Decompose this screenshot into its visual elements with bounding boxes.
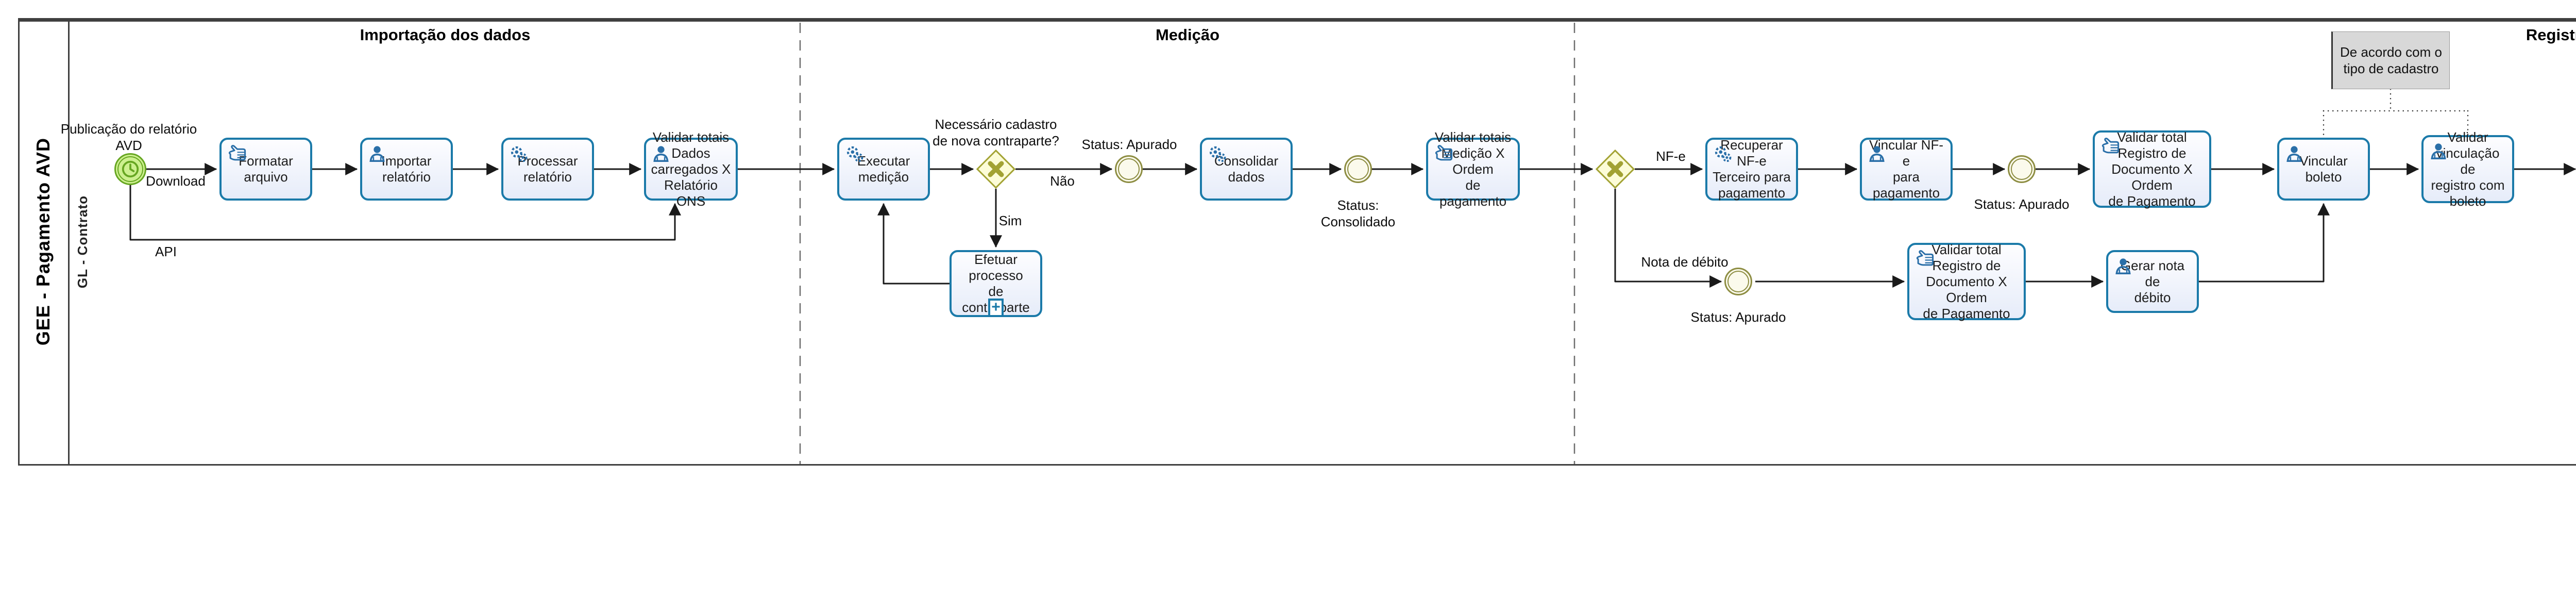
task-importar-relatorio[interactable]: Importar relatório	[360, 138, 453, 201]
manual-task-icon	[1914, 249, 1934, 269]
task-validar-totais-medicao-ordem[interactable]: Validar totais Medição X Ordem de pagame…	[1426, 129, 1520, 209]
label-start-event: Publicação do relatório AVD	[60, 121, 197, 153]
label-flow-download: Download	[146, 173, 206, 189]
user-task-icon	[2429, 141, 2448, 161]
task-validar-vinculacao-boleto[interactable]: Validar vinculação de registro com bolet…	[2421, 129, 2514, 209]
task-label: Validar totais Medição X Ordem de pagame…	[1434, 129, 1512, 209]
task-recuperar-nfe-terceiro[interactable]: Recuperar NF-e Terceiro para pagamento	[1705, 137, 1798, 201]
label-status-apurado-2: Status: Apurado	[1690, 309, 1786, 325]
service-task-icon	[509, 144, 528, 163]
flow-contraparte-loop	[877, 203, 950, 285]
label-flow-nao-1: Não	[1050, 173, 1075, 189]
lane-band: GL - Contrato	[71, 18, 94, 466]
flow-start-api-validar-totais	[129, 185, 681, 241]
task-validar-total-registro-nfe[interactable]: Validar total Registro de Documento X Or…	[2093, 129, 2211, 209]
task-label: Processar relatório	[517, 153, 578, 185]
task-label: Validar total Registro de Documento X Or…	[2108, 129, 2196, 209]
label-status-apurado-1: Status: Apurado	[1081, 137, 1177, 152]
label-flow-sim-1: Sim	[998, 213, 1022, 228]
phase-header-medicao: Medição	[1155, 26, 1220, 44]
task-vincular-boleto[interactable]: Vincular boleto	[2277, 138, 2370, 201]
user-task-icon	[2113, 256, 2133, 276]
task-label: Vincular boleto	[2299, 153, 2348, 185]
task-processar-relatorio[interactable]: Processar relatório	[501, 138, 594, 201]
service-task-icon	[844, 144, 864, 163]
label-flow-nota-debito: Nota de débito	[1641, 254, 1728, 270]
manual-task-icon	[1433, 144, 1453, 163]
event-status-apurado-nota-debito[interactable]	[1724, 268, 1752, 295]
gateway-tipo-documento[interactable]	[1595, 149, 1635, 189]
user-task-icon	[367, 144, 387, 163]
phase-header-importacao: Importação dos dados	[360, 26, 531, 44]
manual-task-icon	[227, 144, 246, 163]
task-validar-totais-dados-carregados[interactable]: Validar totais Dados carregados X Relató…	[644, 129, 738, 209]
task-label: Consolidar dados	[1214, 153, 1279, 185]
task-consolidar-dados[interactable]: Consolidar dados	[1200, 138, 1293, 201]
annotation-tipo-cadastro[interactable]: De acordo com o tipo de cadastro	[2331, 31, 2450, 89]
label-gateway-contraparte: Necessário cadastro de nova contraparte?	[933, 117, 1059, 148]
task-label: Validar total Registro de Documento X Or…	[1923, 241, 2010, 321]
pool-title: GEE - Pagamento AVD	[32, 138, 54, 346]
lane-label: GL - Contrato	[74, 195, 90, 289]
phase-header-registro: Registro de documento	[2526, 26, 2576, 44]
pool-title-band: GEE - Pagamento AVD	[18, 18, 70, 466]
service-task-icon	[1207, 144, 1227, 163]
label-status-consolidado: Status: Consolidado	[1320, 197, 1396, 229]
event-inner-ring	[2011, 158, 2032, 180]
event-inner-ring	[1118, 158, 1140, 180]
flow-gerar-nota-vincular-boleto	[2199, 203, 2330, 283]
label-flow-nfe: NF-e	[1656, 148, 1686, 164]
user-task-icon	[1867, 144, 1887, 163]
user-task-icon	[2284, 144, 2304, 163]
label-flow-api: API	[155, 244, 177, 259]
task-label: Validar totais Dados carregados X Relató…	[651, 129, 731, 209]
task-formatar-arquivo[interactable]: Formatar arquivo	[219, 138, 312, 201]
manual-task-icon	[2100, 137, 2120, 156]
task-executar-medicao[interactable]: Executar medição	[837, 138, 930, 201]
start-event-publicacao-relatorio[interactable]	[114, 153, 146, 185]
event-status-consolidado[interactable]	[1344, 155, 1372, 183]
flow-gw2-nota-debito	[1614, 189, 1722, 288]
task-label: Recuperar NF-e Terceiro para pagamento	[1713, 137, 1791, 201]
task-vincular-nfe-pagamento[interactable]: Vincular NF-e para pagamento	[1860, 137, 1953, 201]
event-inner-ring	[1727, 271, 1749, 292]
event-status-apurado-medicao[interactable]	[1115, 155, 1143, 183]
task-label: Importar relatório	[381, 153, 432, 185]
subprocess-plus-icon: +	[988, 299, 1004, 317]
service-task-icon	[1713, 144, 1732, 163]
task-label: Vincular NF-e para pagamento	[1869, 137, 1943, 201]
exclusive-x-icon	[1607, 161, 1623, 177]
label-status-apurado-3: Status: Apurado	[1974, 196, 2070, 212]
exclusive-x-icon	[988, 161, 1004, 177]
task-gerar-nota-debito[interactable]: Gerar nota de débito	[2106, 250, 2199, 313]
task-label: Formatar arquivo	[239, 153, 293, 185]
task-validar-total-registro-nota[interactable]: Validar total Registro de Documento X Or…	[1907, 241, 2026, 321]
process-pool	[18, 18, 2576, 466]
event-inner-ring	[117, 156, 143, 182]
timer-clock-icon	[122, 160, 139, 178]
subprocess-efetuar-processo-contraparte[interactable]: Efetuar processo de contraparte+	[950, 250, 1042, 317]
event-inner-ring	[1347, 158, 1369, 180]
user-task-icon	[651, 144, 671, 163]
event-status-apurado-nfe[interactable]	[2008, 155, 2036, 183]
gateway-necessario-cadastro-contraparte[interactable]	[976, 149, 1016, 189]
task-label: Executar medição	[857, 153, 910, 185]
annotation-text: De acordo com o tipo de cadastro	[2340, 44, 2442, 76]
task-label: Validar vinculação de registro com bolet…	[2431, 129, 2505, 209]
